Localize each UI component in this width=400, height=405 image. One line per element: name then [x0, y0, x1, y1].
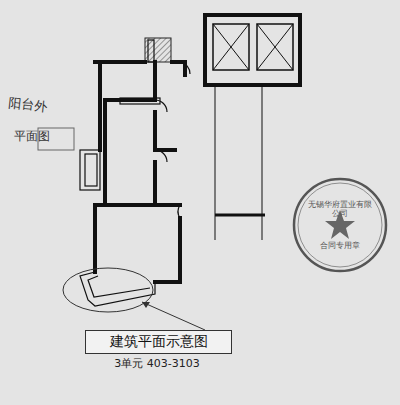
seal-purpose: 合同专用章 [308, 241, 372, 251]
unit-number: 3单元 403-3103 [114, 356, 199, 371]
caption-text: 建筑平面示意图 [94, 333, 223, 351]
seal-company: 无锡华府置业有限公司 [308, 200, 372, 219]
handwritten-note: 平面图 [14, 128, 50, 145]
caption-box: 建筑平面示意图 [85, 330, 232, 354]
company-seal: 无锡华府置业有限公司合同专用章 [296, 181, 384, 269]
handwritten-note: 阳台外 [7, 94, 48, 116]
